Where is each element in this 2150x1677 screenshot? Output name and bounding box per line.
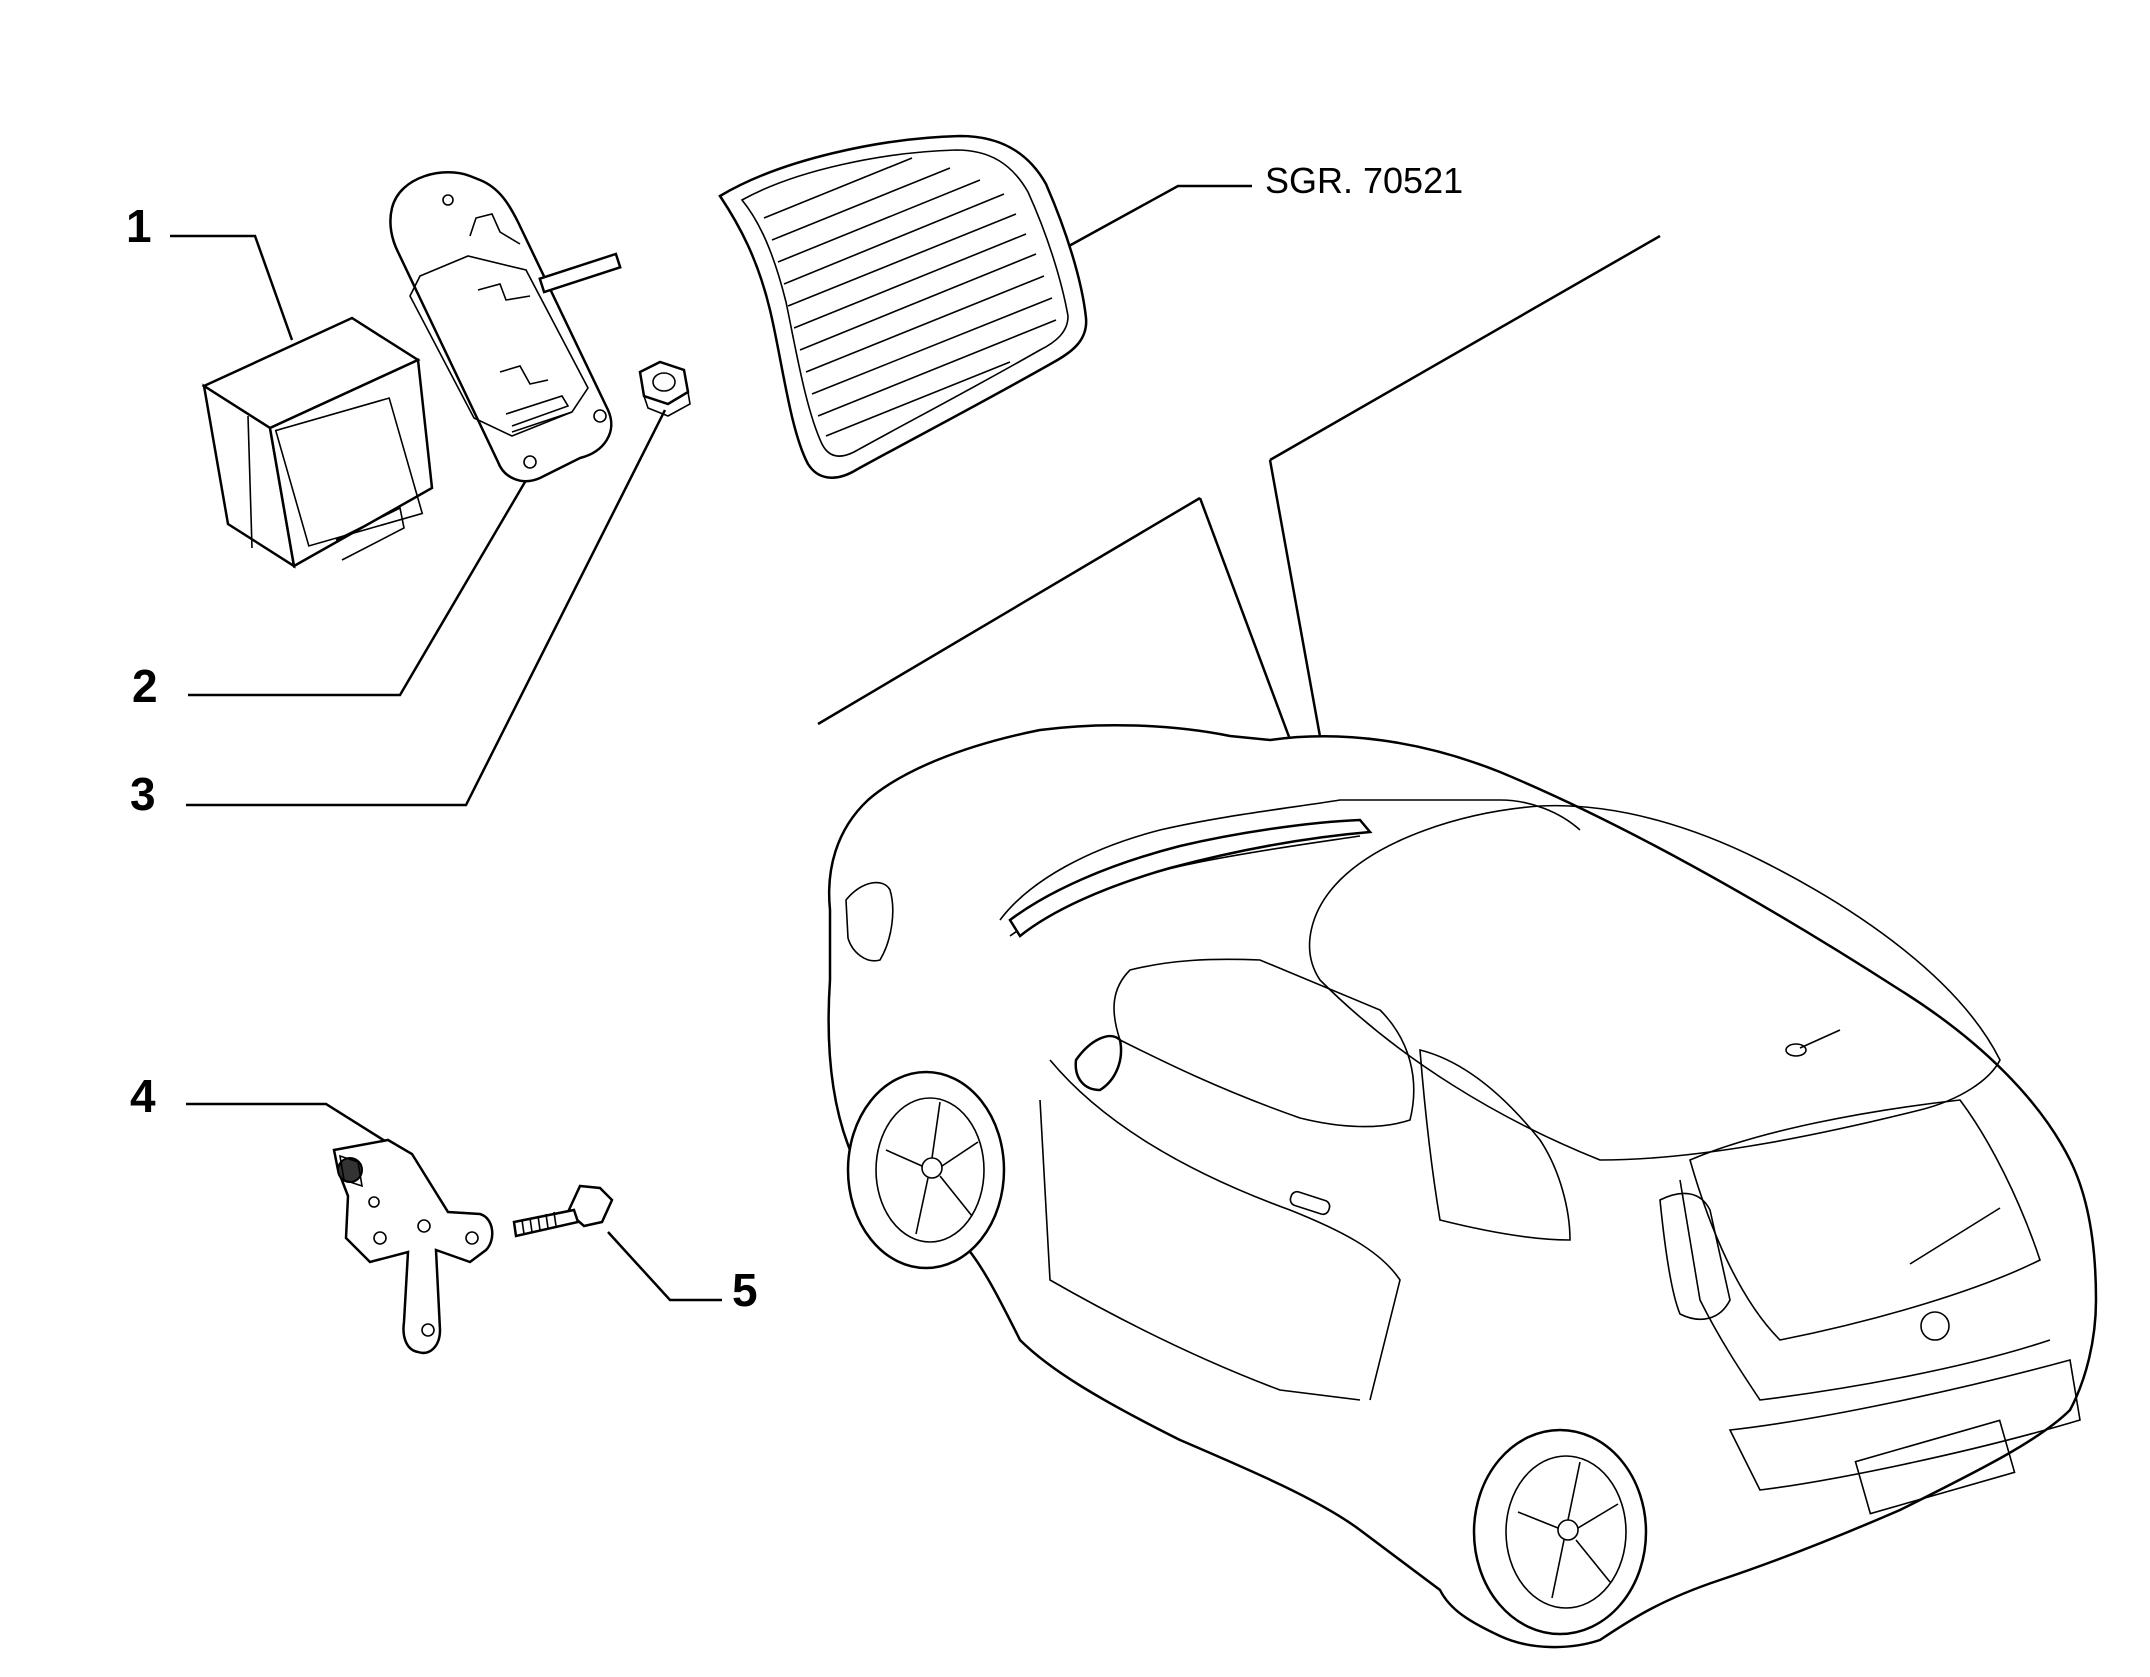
callout-1: 1 bbox=[126, 200, 294, 341]
callout-label-2: 2 bbox=[132, 660, 158, 712]
car-illustration bbox=[827, 723, 2098, 1649]
callout-5: 5 bbox=[607, 1231, 758, 1316]
reference-callout: SGR. 70521 bbox=[1057, 160, 1463, 254]
reference-leader-line bbox=[1057, 184, 1252, 254]
mounting-bracket-part-2 bbox=[389, 171, 622, 483]
callout-2: 2 bbox=[132, 469, 534, 712]
callout-label-1: 1 bbox=[126, 200, 152, 252]
callout-label-4: 4 bbox=[130, 1070, 156, 1122]
leader-line-1 bbox=[170, 234, 294, 341]
leader-line-5 bbox=[607, 1231, 722, 1302]
rear-wheel bbox=[1472, 1428, 1648, 1636]
rear-window-glass bbox=[718, 134, 1088, 479]
front-wheel bbox=[846, 1070, 1006, 1270]
bolt-part-5 bbox=[512, 1184, 614, 1238]
reference-label: SGR. 70521 bbox=[1265, 160, 1463, 201]
leader-line-3 bbox=[186, 409, 667, 807]
callout-3: 3 bbox=[130, 409, 667, 820]
control-module-part-1 bbox=[201, 316, 434, 569]
glass-heater-lines bbox=[763, 157, 1057, 437]
callout-label-3: 3 bbox=[130, 768, 156, 820]
nut-part-3 bbox=[638, 360, 691, 417]
bolt-thread bbox=[521, 1211, 557, 1235]
sensor-bracket-part-4 bbox=[332, 1138, 494, 1355]
callout-label-5: 5 bbox=[732, 1264, 758, 1316]
leader-line-2 bbox=[188, 469, 534, 697]
